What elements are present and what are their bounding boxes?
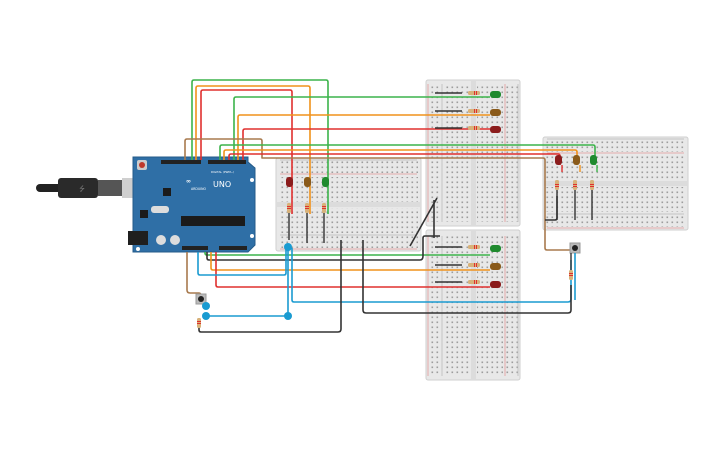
resistor[interactable] <box>569 270 573 280</box>
wires <box>184 79 596 333</box>
breadboard-top-vertical[interactable] <box>425 79 521 227</box>
pushbutton-right[interactable] <box>569 242 581 254</box>
resistor[interactable] <box>197 318 201 328</box>
resistor[interactable] <box>322 203 326 213</box>
resistor[interactable] <box>468 245 480 249</box>
wire-orange[interactable] <box>237 114 490 160</box>
wire-black[interactable] <box>362 240 572 314</box>
breadboard-right[interactable] <box>542 136 689 231</box>
wire-green[interactable] <box>219 144 596 165</box>
wire-red[interactable] <box>242 128 490 160</box>
wire-black[interactable] <box>198 240 342 333</box>
led-green[interactable] <box>322 177 329 187</box>
led-yellow[interactable] <box>573 155 580 165</box>
led-green[interactable] <box>590 155 597 165</box>
resistor[interactable] <box>468 263 480 267</box>
usb-cable[interactable]: ⭍ <box>36 178 140 198</box>
led-green[interactable] <box>490 91 501 98</box>
wire-red[interactable] <box>200 89 293 214</box>
led-yellow[interactable] <box>490 109 501 116</box>
resistor[interactable] <box>287 203 291 213</box>
usb-icon: ⭍ <box>79 185 85 193</box>
wire-black[interactable] <box>409 197 438 247</box>
wire-red[interactable] <box>215 252 490 288</box>
resistor[interactable] <box>590 180 594 190</box>
led-red[interactable] <box>286 177 293 187</box>
wire-green[interactable] <box>191 79 329 214</box>
led-green[interactable] <box>490 245 501 252</box>
brand-label: ARDUINO <box>191 187 207 191</box>
atmega-chip <box>181 216 245 226</box>
digital-header-label: DIGITAL (PWM~) <box>211 170 234 174</box>
led-group-left <box>286 177 329 243</box>
wire-brown[interactable] <box>184 138 575 251</box>
arduino-uno[interactable]: ∞ ARDUINO UNO DIGITAL (PWM~) <box>128 156 256 253</box>
resistor[interactable] <box>555 180 559 190</box>
pushbutton-left[interactable] <box>195 293 207 305</box>
wire-green[interactable] <box>233 96 490 160</box>
reset-button[interactable] <box>139 162 145 168</box>
resistor[interactable] <box>468 280 480 284</box>
wire-black[interactable] <box>206 235 440 261</box>
wire-orange[interactable] <box>223 149 578 165</box>
led-red[interactable] <box>555 155 562 165</box>
led-group-right <box>555 155 598 220</box>
wire-junction[interactable] <box>284 312 292 320</box>
resistor[interactable] <box>468 109 480 113</box>
digital-header-1 <box>161 160 201 164</box>
power-jack <box>128 231 148 245</box>
led-yellow[interactable] <box>304 177 311 187</box>
wire-orange[interactable] <box>210 252 490 271</box>
resistor[interactable] <box>468 126 480 130</box>
wire-junction[interactable] <box>284 243 292 251</box>
led-red[interactable] <box>490 281 501 288</box>
wire-junction[interactable] <box>202 312 210 320</box>
breadboard-bottom-vertical[interactable] <box>425 229 521 381</box>
wire-orange[interactable] <box>195 85 311 214</box>
digital-header-2 <box>208 160 246 164</box>
resistor[interactable] <box>305 203 309 213</box>
wire-junction[interactable] <box>202 302 210 310</box>
resistor[interactable] <box>468 91 480 95</box>
wire-blue[interactable] <box>197 248 287 276</box>
led-group-top <box>435 91 501 133</box>
wire-blue[interactable] <box>206 248 289 317</box>
led-group-bottom <box>435 245 501 288</box>
resistor[interactable] <box>573 180 577 190</box>
breadboard-left[interactable] <box>275 157 422 252</box>
led-yellow[interactable] <box>490 263 501 270</box>
model-label: UNO <box>213 180 231 189</box>
led-red[interactable] <box>490 126 501 133</box>
arduino-infinity-logo: ∞ <box>186 178 191 185</box>
